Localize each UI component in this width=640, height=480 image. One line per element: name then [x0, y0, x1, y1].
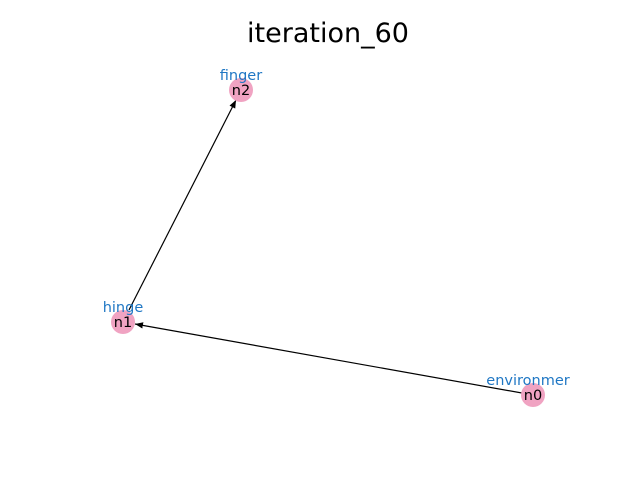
- node-circle: [229, 78, 253, 102]
- node-id: n1: [114, 315, 132, 331]
- node-circle: [111, 310, 135, 334]
- node-n0: n0 environmer: [486, 373, 570, 407]
- edge-n1-n2: [128, 99, 237, 311]
- node-circle: [521, 383, 545, 407]
- node-label: hinge: [103, 300, 144, 316]
- node-n2: n2 finger: [220, 68, 262, 102]
- edge-n0-n1: [134, 322, 534, 396]
- figure-title: iteration_60: [247, 18, 409, 49]
- node-label: environmer: [486, 373, 569, 389]
- node-id: n2: [232, 83, 250, 99]
- node-n1: n1 hinge: [103, 300, 144, 334]
- node-id: n0: [524, 388, 542, 404]
- node-label: finger: [220, 68, 262, 84]
